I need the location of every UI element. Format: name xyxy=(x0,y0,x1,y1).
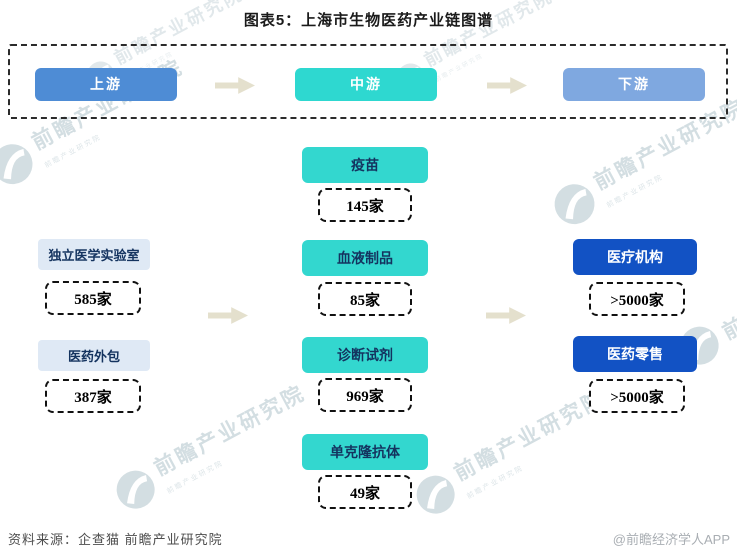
source-note: 资料来源：企查猫 前瞻产业研究院 xyxy=(8,532,223,547)
watermark: 前瞻产业研究院前瞻产业研究院 xyxy=(0,51,197,195)
node-independent-medical-lab: 独立医学实验室 xyxy=(38,239,150,270)
node-diagnostic-reagents: 诊断试剂 xyxy=(302,337,428,373)
arrow-right-icon xyxy=(208,307,248,324)
stage-midstream: 中游 xyxy=(295,68,437,101)
watermark-text: 前瞻产业研究院 xyxy=(718,245,737,345)
count-pharma-retail: >5000家 xyxy=(589,379,685,413)
qianzhan-logo-icon xyxy=(116,470,155,509)
app-credit: @前瞻经济学人APP xyxy=(612,532,730,547)
watermark: 前瞻产业研究院前瞻产业研究院 xyxy=(545,91,737,235)
count-blood-products: 85家 xyxy=(318,282,412,316)
count-diagnostic-reagents: 969家 xyxy=(318,378,412,412)
qianzhan-logo-icon xyxy=(416,475,455,514)
stage-downstream: 下游 xyxy=(563,68,705,101)
count-medical-institutions: >5000家 xyxy=(589,282,685,316)
count-pharma-outsourcing: 387家 xyxy=(45,379,141,413)
count-monoclonal-antibody: 49家 xyxy=(318,475,412,509)
stage-upstream: 上游 xyxy=(35,68,177,101)
node-vaccine: 疫苗 xyxy=(302,147,428,183)
stage-flow-container xyxy=(8,44,728,119)
count-independent-medical-lab: 585家 xyxy=(45,281,141,315)
watermark: 前瞻产业研究院前瞻产业研究院 xyxy=(407,382,619,525)
node-medical-institutions: 医疗机构 xyxy=(573,239,697,275)
watermark: 前瞻产业研究院前瞻产业研究院 xyxy=(107,377,319,520)
qianzhan-logo-icon xyxy=(0,144,33,185)
node-blood-products: 血液制品 xyxy=(302,240,428,276)
arrow-right-icon xyxy=(486,307,526,324)
chart-title: 图表5：上海市生物医药产业链图谱 xyxy=(243,12,494,29)
node-monoclonal-antibody: 单克隆抗体 xyxy=(302,434,428,470)
qianzhan-logo-icon xyxy=(554,184,595,225)
watermark-text: 前瞻产业研究院 xyxy=(450,386,610,486)
watermark-text: 前瞻产业研究院 xyxy=(150,381,310,481)
count-vaccine: 145家 xyxy=(318,188,412,222)
node-pharma-retail: 医药零售 xyxy=(573,336,697,372)
node-pharma-outsourcing: 医药外包 xyxy=(38,340,150,371)
